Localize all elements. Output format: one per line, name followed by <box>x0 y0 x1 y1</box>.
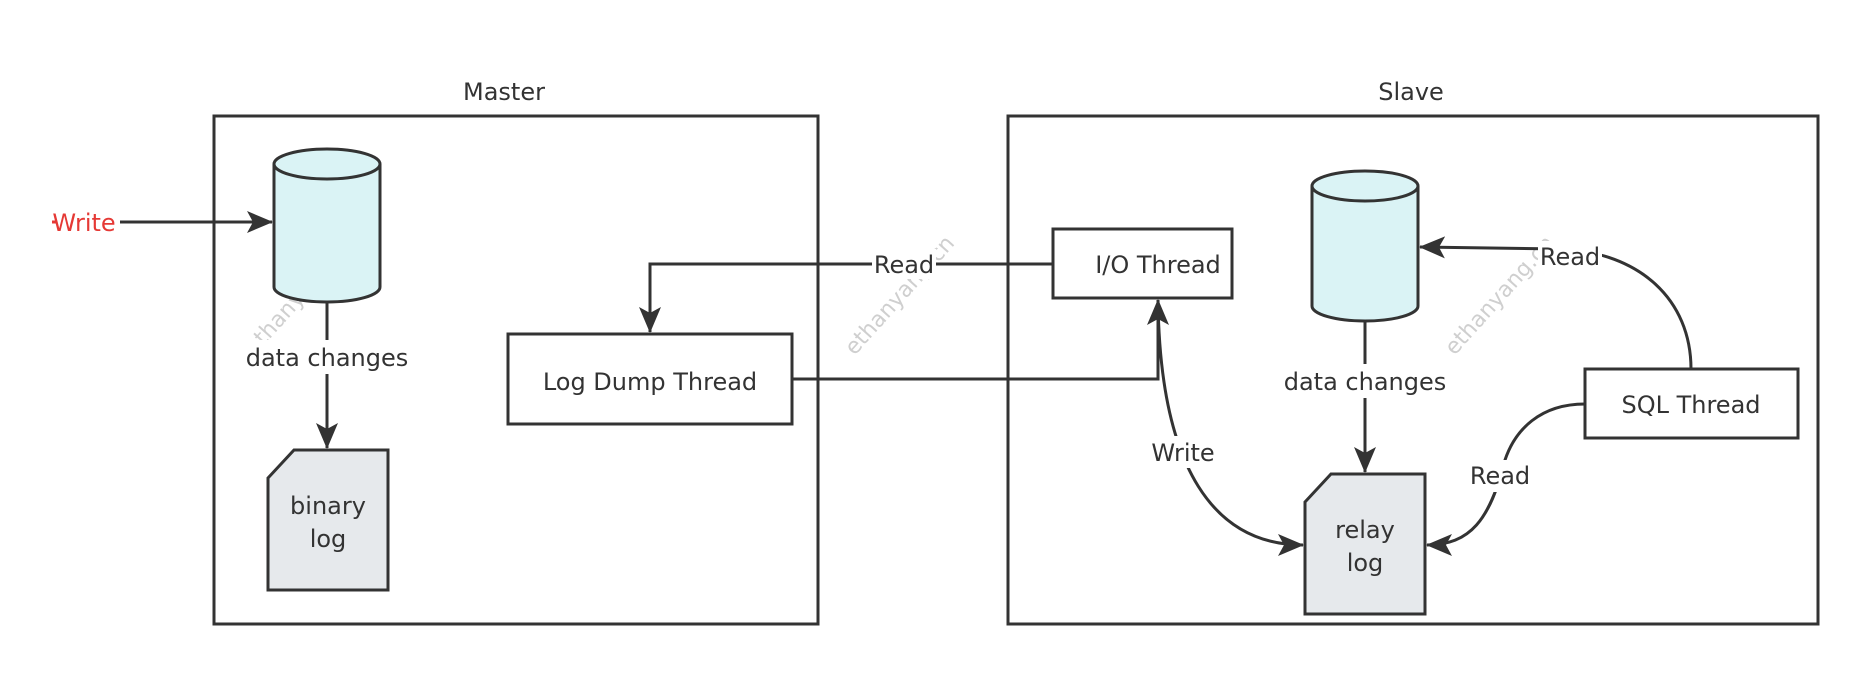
io-read-arrow <box>639 262 1053 333</box>
io-thread-label: I/O Thread <box>1095 251 1221 279</box>
sql-thread-label: SQL Thread <box>1621 391 1760 419</box>
master-data-changes-label: data changes <box>246 344 409 372</box>
binary-log-label-line2: log <box>310 525 347 553</box>
relay-log-label-line2: log <box>1347 549 1384 577</box>
slave-data-changes-label: data changes <box>1284 368 1447 396</box>
slave-group-title: Slave <box>1378 78 1444 106</box>
slave-group-frame <box>1006 114 1820 626</box>
slave-database-icon <box>1310 169 1420 323</box>
relay-log-label-line1: relay <box>1335 516 1395 544</box>
relay-log-icon <box>1303 472 1427 616</box>
sql-read-db-label: Read <box>1540 243 1600 271</box>
io-read-label: Read <box>874 251 934 279</box>
sql-read-relay-label: Read <box>1470 462 1530 490</box>
master-database-icon <box>272 147 382 304</box>
master-group-title: Master <box>463 78 545 106</box>
io-write-arrow <box>1156 299 1304 556</box>
binary-log-icon <box>266 448 390 592</box>
binary-log-label-line1: binary <box>290 492 366 520</box>
io-write-label: Write <box>1151 439 1214 467</box>
external-write-label: Write <box>52 209 115 237</box>
master-group-frame <box>212 114 820 626</box>
log-dump-thread-label: Log Dump Thread <box>543 368 757 396</box>
